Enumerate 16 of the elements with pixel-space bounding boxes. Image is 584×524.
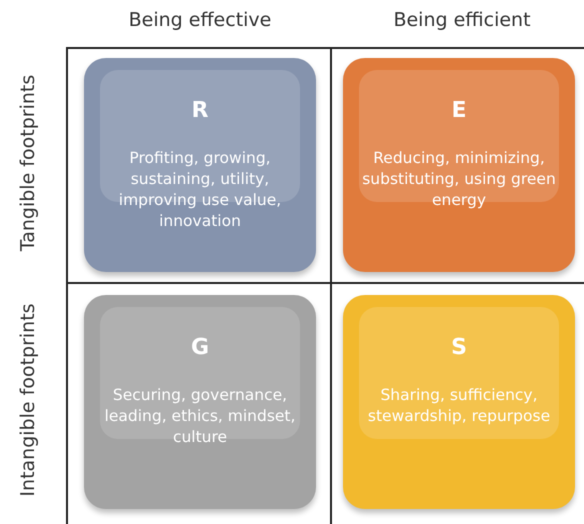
row-header: Tangible footprints: [17, 74, 39, 252]
quadrant-card: [343, 58, 575, 272]
quadrant-description: Profiting, growing, sustaining, utility, improving use value, innovation: [118, 148, 282, 232]
quadrant-card: [343, 295, 575, 509]
column-header: Being efficient: [393, 9, 531, 31]
quadrant-description: Sharing, sufficiency, stewardship, repurpose: [366, 385, 552, 427]
quadrant-card: [84, 295, 316, 509]
quadrant-letter: E: [450, 98, 468, 123]
quadrant-letter: G: [190, 335, 210, 360]
quadrant-letter: S: [450, 335, 468, 360]
row-header: Intangible footprints: [17, 303, 39, 497]
quadrant-letter: R: [190, 98, 210, 123]
quadrant-description: Reducing, minimizing, substituting, using green energy: [361, 148, 557, 211]
column-header: Being effective: [128, 9, 272, 31]
quadrant-description: Securing, governance, leading, ethics, mindset, culture: [104, 385, 296, 448]
quadrant-card: [84, 58, 316, 272]
